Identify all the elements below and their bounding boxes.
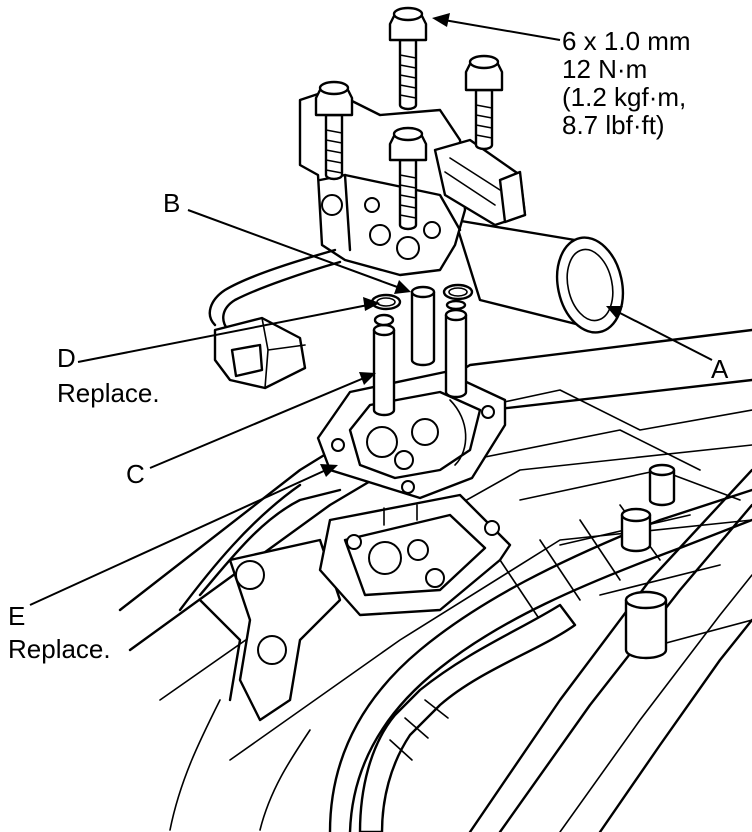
a-leader-arrow (606, 306, 623, 319)
mounting-bolts (314, 6, 504, 231)
label-e-note: Replace. (8, 634, 111, 664)
spec-leader-arrow (432, 13, 450, 27)
leader-lines (29, 13, 713, 606)
bolt-spec-size: 6 x 1.0 mm (562, 26, 691, 56)
label-a: A (711, 354, 729, 384)
engine-block-background (118, 328, 752, 832)
label-d: D (57, 343, 76, 373)
bolt-spec-torque-nm: 12 N·m (562, 54, 648, 84)
label-b: B (163, 188, 181, 218)
b-leader-line (187, 209, 401, 289)
gasket-e (316, 370, 507, 500)
e-leader-arrow (320, 464, 338, 477)
label-e: E (8, 601, 26, 631)
dowel-pins (372, 285, 468, 417)
c-leader-line (149, 377, 365, 469)
bolt-spec-torque-lbfft: 8.7 lbf·ft) (562, 110, 665, 140)
e-leader-line (29, 469, 327, 606)
valve-seat-lower (318, 493, 512, 617)
d-leader-line (77, 304, 369, 363)
bolt-spec-torque-kgfm: (1.2 kgf·m, (562, 82, 687, 112)
label-c: C (126, 459, 145, 489)
spec-leader-line (443, 19, 561, 41)
d-leader-arrow (363, 297, 380, 311)
label-d-note: Replace. (57, 378, 160, 408)
c-leader-arrow (359, 372, 376, 385)
b-leader-arrow (394, 280, 411, 294)
a-leader-line (617, 311, 713, 361)
